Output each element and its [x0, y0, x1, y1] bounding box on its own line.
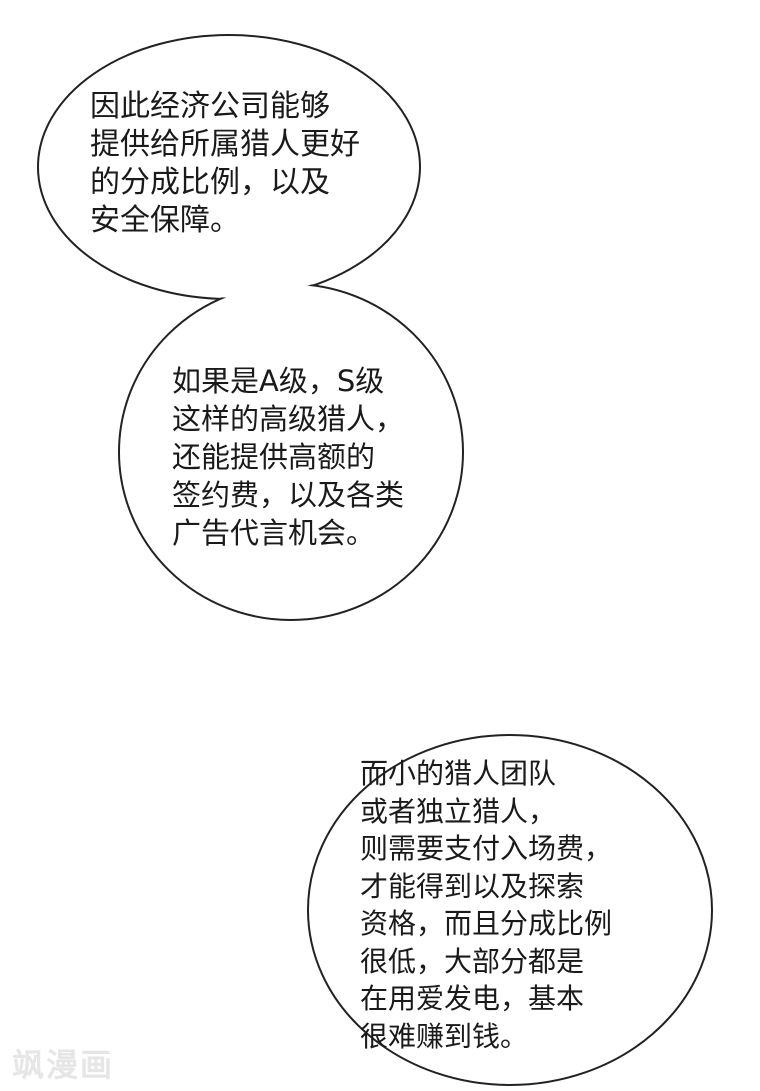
bubble-line: 还能提供高额的: [172, 440, 376, 474]
bubble-line: 才能得到以及探索: [360, 869, 585, 903]
speech-bubble-1-text: 因此经济公司能够 提供给所属猎人更好 的分成比例，以及 安全保障。: [90, 88, 360, 240]
bubble-line: 的分成比例，以及: [90, 165, 330, 200]
speech-bubble-3-text: 而小的猎人团队 或者独立猎人， 则需要支付入场费， 才能得到以及探索 资格，而且…: [360, 755, 612, 1055]
speech-bubble-3-outline: [307, 734, 713, 1086]
bubble-line: 提供给所属猎人更好: [90, 127, 360, 162]
bubble-line: 如果是A级，S级: [172, 364, 385, 398]
bubble-line: 资格，而且分成比例: [360, 907, 613, 940]
bubble-line: 而小的猎人团队: [360, 757, 557, 790]
bubble-line: 广告代言机会。: [172, 516, 376, 550]
bubble-line: 安全保障。: [90, 203, 240, 238]
bubble-line: 很难赚到钱。: [360, 1019, 529, 1053]
bubble-line: 在用爱发电，基本: [360, 982, 585, 1015]
bubble-line: 或者独立猎人，: [360, 794, 557, 828]
watermark: 飒漫画: [12, 1046, 115, 1084]
bubble-line: 这样的高级猎人，: [172, 402, 405, 436]
bubble-line: 因此经济公司能够: [90, 89, 330, 124]
bubble-line: 签约费，以及各类: [172, 478, 405, 512]
speech-bubble-2-text: 如果是A级，S级 这样的高级猎人， 还能提供高额的 签约费，以及各类 广告代言机…: [172, 362, 404, 552]
speech-bubble-1-2-outline: [37, 34, 464, 621]
bubble-line: 则需要支付入场费，: [360, 832, 613, 865]
bubble-line: 很低，大部分都是: [360, 944, 585, 978]
